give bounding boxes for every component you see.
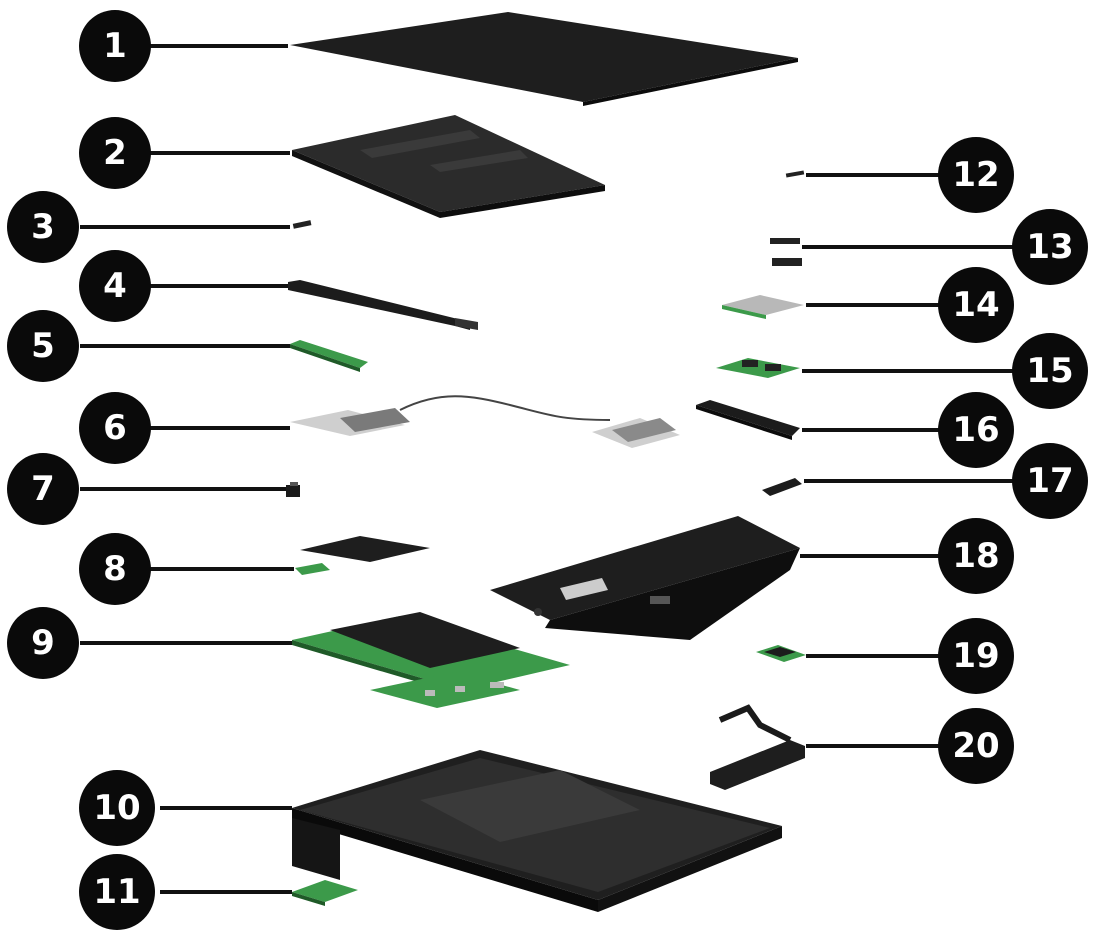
callout-4-label: 4 [103,266,127,306]
callout-7-label: 7 [31,469,55,509]
callout-8-label: 8 [103,549,127,589]
callout-1-label: 1 [103,26,127,66]
part-6-antenna [290,395,680,448]
callout-18-label: 18 [952,536,999,576]
callout-18: 18 [938,518,1014,594]
callout-9-label: 9 [31,623,55,663]
part-11-card [292,880,358,906]
callout-6-label: 6 [103,408,127,448]
leader-lines [80,44,1018,894]
callout-16-label: 16 [952,410,999,450]
callout-11-label: 11 [93,872,140,912]
callout-6: 6 [79,392,151,464]
callout-2: 2 [79,117,151,189]
callout-10: 10 [79,770,155,846]
part-20-cable-bracket [710,704,805,790]
callout-17: 17 [1012,443,1088,519]
part-13-brackets [770,238,802,266]
callout-9: 9 [7,607,79,679]
callout-5: 5 [7,310,79,382]
part-3-bracket [292,220,312,229]
callouts: 1 2 3 4 5 6 7 8 [7,10,1088,930]
part-4-cable [288,280,478,330]
callout-15: 15 [1012,333,1088,409]
part-2-battery [292,115,605,218]
callout-14-label: 14 [952,285,999,325]
callout-12-label: 12 [952,155,999,195]
part-1-display-panel [290,12,798,106]
part-10-chassis [292,750,782,912]
callout-7: 7 [7,453,79,525]
callout-20: 20 [938,708,1014,784]
callout-13: 13 [1012,209,1088,285]
part-17-small-speaker [762,478,802,496]
callout-5-label: 5 [31,326,55,366]
callout-10-label: 10 [93,788,140,828]
callout-8: 8 [79,533,151,605]
part-16-speaker [696,400,800,440]
part-14-wlan-module [722,295,804,319]
part-12-pin [785,170,805,178]
part-8-ssd [295,536,430,575]
callout-4: 4 [79,250,151,322]
callout-1: 1 [79,10,151,82]
callout-2-label: 2 [103,133,127,173]
part-9-system-board [292,612,570,708]
callout-3: 3 [7,191,79,263]
part-7-clip [286,482,300,497]
callout-19-label: 19 [952,636,999,676]
callout-20-label: 20 [952,726,999,766]
callout-19: 19 [938,618,1014,694]
callout-17-label: 17 [1026,461,1073,501]
callout-13-label: 13 [1026,227,1073,267]
callout-12: 12 [938,137,1014,213]
callout-3-label: 3 [31,207,55,247]
part-15-io-board [716,358,800,378]
part-5-board [290,340,368,372]
callout-14: 14 [938,267,1014,343]
part-18-cover [490,516,800,640]
part-19-memory [756,645,806,662]
callout-16: 16 [938,392,1014,468]
callout-11: 11 [79,854,155,930]
callout-15-label: 15 [1026,351,1073,391]
